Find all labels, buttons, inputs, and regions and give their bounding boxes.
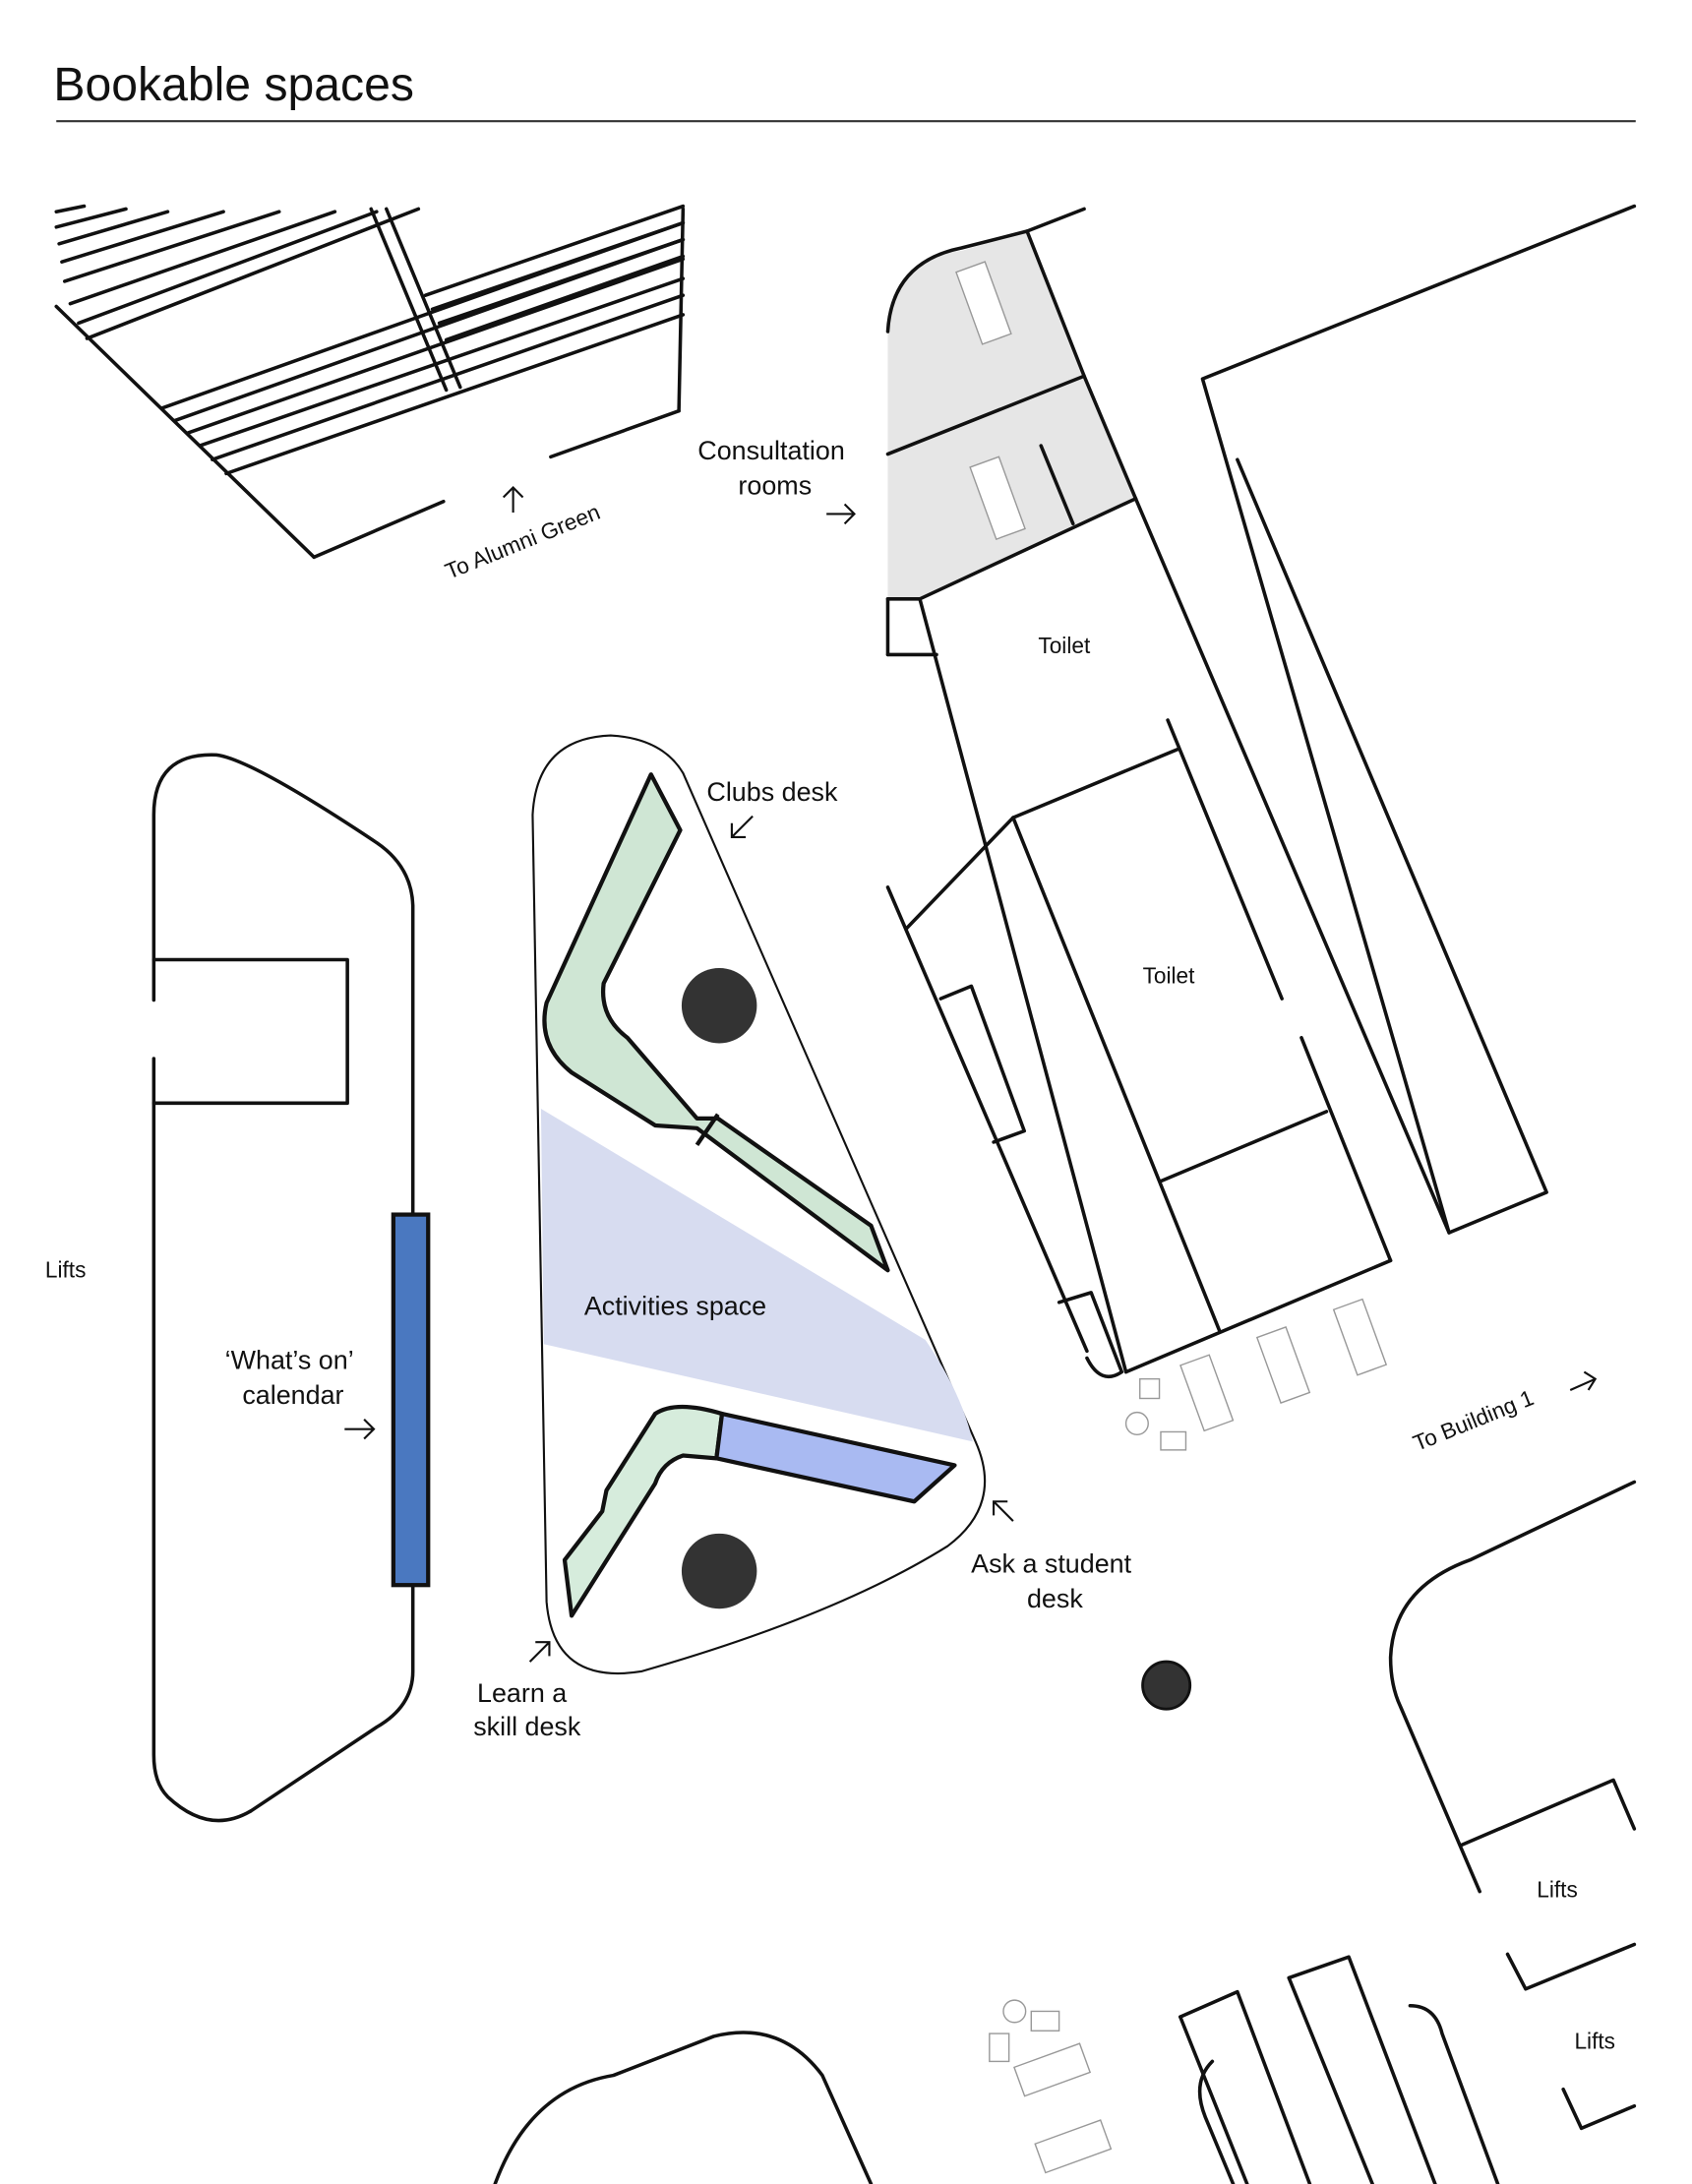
toilet-label-2: Toilet: [1143, 963, 1196, 989]
lifts-label-left: Lifts: [45, 1256, 87, 1282]
toilet-block: [885, 204, 1637, 1378]
pillar: [681, 967, 757, 1044]
page-title: Bookable spaces: [53, 58, 414, 111]
arrow-up-icon: [502, 486, 524, 514]
stairs: [54, 204, 686, 560]
whats-on-calendar: [391, 1212, 431, 1588]
consultation-rooms-label: Consultation rooms: [697, 436, 852, 500]
clubs-desk-label: Clubs desk: [706, 777, 838, 807]
arrow-right-icon: [344, 1418, 376, 1440]
pillar: [1141, 1660, 1192, 1711]
ask-student-label: Ask a student desk: [971, 1548, 1138, 1612]
pillar: [681, 1533, 757, 1609]
clubs-desk: [542, 772, 890, 1273]
lifts-label-right-1: Lifts: [1537, 1876, 1578, 1902]
central-island: [531, 734, 987, 1675]
lifts-label-right-2: Lifts: [1574, 2029, 1615, 2054]
arrow-up-right-icon: [528, 1641, 551, 1663]
learn-skill-label: Learn a skill desk: [473, 1678, 581, 1741]
seating: [989, 1298, 1388, 2174]
lifts-block-left: [151, 753, 415, 1823]
to-building-1-label: To Building 1: [1410, 1384, 1538, 1456]
arrow-right-icon: [1569, 1370, 1598, 1391]
arrow-down-left-icon: [730, 815, 754, 838]
ask-student-desk: [714, 1411, 957, 1504]
whats-on-label: ‘What’s on’ calendar: [225, 1346, 362, 1410]
consultation-rooms: [885, 207, 1138, 657]
toilet-label-1: Toilet: [1038, 633, 1091, 658]
arrow-up-left-icon: [993, 1500, 1014, 1522]
activities-space-area: [540, 1108, 973, 1442]
lifts-block-right: [493, 1480, 1637, 2184]
activities-space-label: Activities space: [584, 1292, 766, 1321]
to-alumni-green-label: To Alumni Green: [442, 499, 604, 584]
arrow-right-icon: [826, 503, 856, 525]
